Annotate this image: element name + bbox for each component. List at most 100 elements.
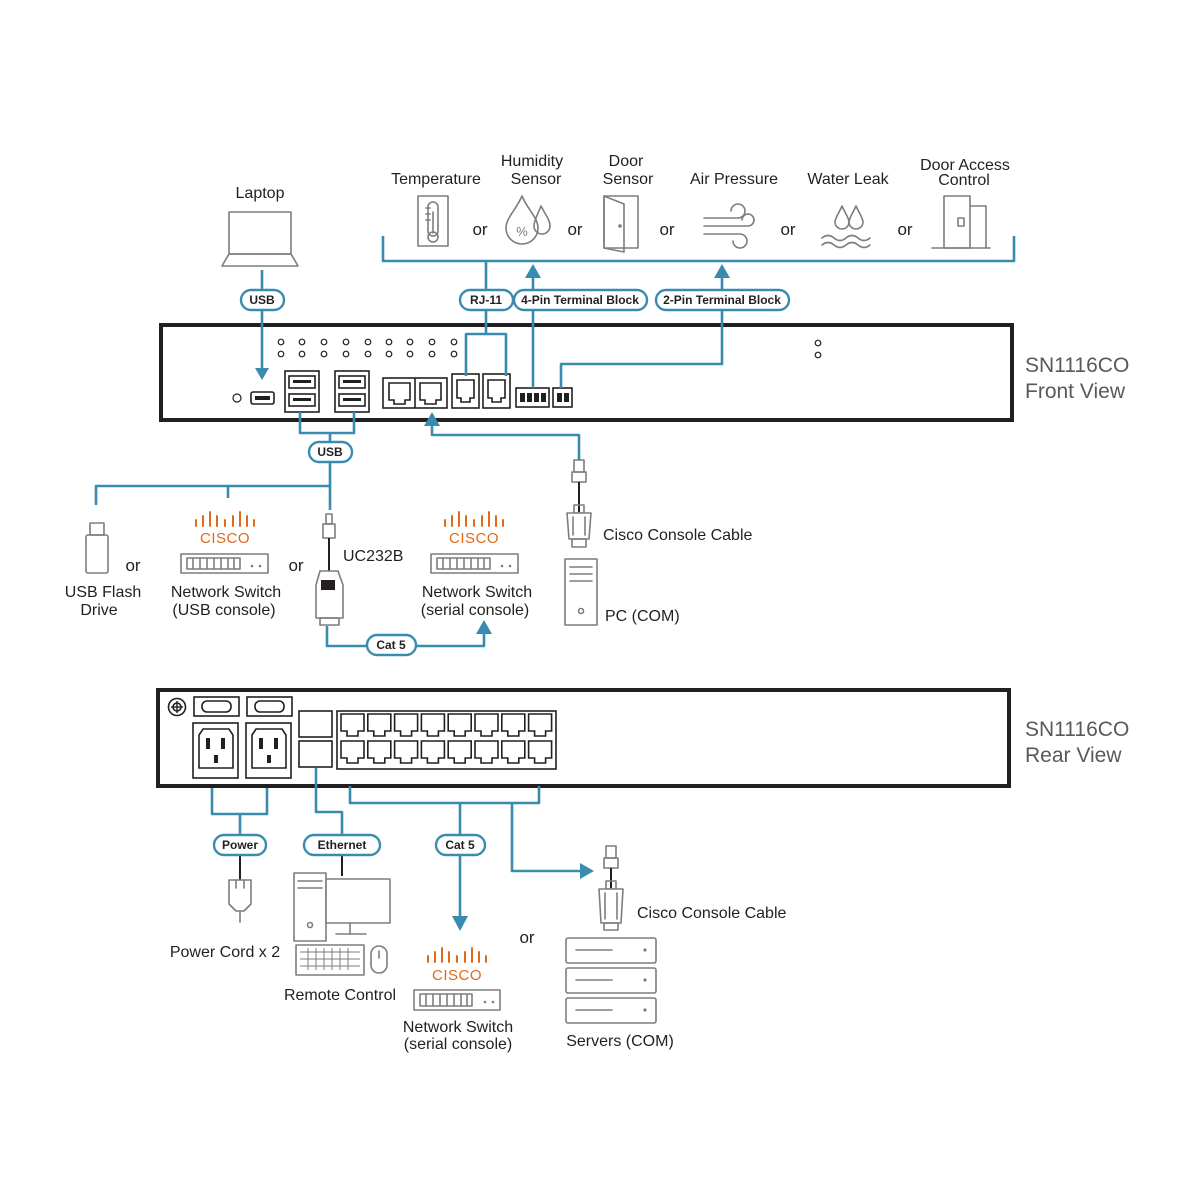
rj45-serial-port — [501, 740, 526, 764]
cisco-logo: CISCO — [195, 511, 255, 547]
svg-text:Cat 5: Cat 5 — [445, 838, 475, 852]
svg-text:%: % — [516, 224, 528, 239]
network-switch-icon — [180, 553, 269, 574]
console-cable-icon — [598, 845, 624, 931]
or-label: or — [897, 220, 912, 239]
or-label: or — [472, 220, 487, 239]
reset-button[interactable] — [232, 393, 242, 403]
ethernet-wire — [314, 768, 344, 834]
rj45-serial-port — [527, 713, 553, 737]
temperature-label: Temperature — [391, 171, 481, 188]
led-indicator-grid — [277, 338, 822, 359]
network-switch-serial-label-line1: Network Switch — [403, 1019, 513, 1036]
console-cable-icon — [566, 459, 592, 548]
pc-tower-icon — [564, 558, 598, 626]
cat5-tag: Cat 5 — [365, 633, 418, 657]
mouse-icon — [370, 945, 388, 974]
uc232b-adapter-icon — [315, 513, 344, 626]
cisco-logo: CISCO — [444, 511, 504, 547]
rj45-serial-port — [420, 740, 446, 764]
console-wire — [430, 424, 581, 460]
svg-text:2-Pin Terminal Block: 2-Pin Terminal Block — [663, 293, 781, 307]
usb-tag: USB — [307, 440, 354, 464]
front-model-label: SN1116CO — [1025, 354, 1129, 377]
cat5-tag: Cat 5 — [434, 833, 487, 857]
network-switch-serial-label-line1: Network Switch — [422, 584, 532, 601]
svg-text:CISCO: CISCO — [200, 530, 250, 547]
rj11-tag: RJ-11 — [458, 288, 515, 312]
ac-power-inlet — [192, 722, 239, 779]
network-switch-serial-label-line2: (serial console) — [404, 1036, 512, 1053]
water-leak-label: Water Leak — [807, 171, 889, 188]
rj11-port — [482, 373, 511, 409]
cisco-console-cable-label: Cisco Console Cable — [637, 905, 787, 922]
pc-com-label: PC (COM) — [605, 608, 680, 625]
console-rj45-ports — [382, 377, 448, 409]
rj45-serial-port — [393, 740, 419, 764]
serial-port-grid — [340, 713, 553, 764]
usb-port-pair — [334, 370, 370, 413]
door-label-line2: Sensor — [603, 171, 654, 188]
svg-text:CISCO: CISCO — [432, 967, 482, 984]
svg-text:Ethernet: Ethernet — [318, 838, 367, 852]
network-switch-usb-label-line2: (USB console) — [172, 602, 275, 619]
power-switch[interactable] — [193, 696, 240, 717]
sensor-bus — [381, 236, 1016, 263]
rj45-serial-port — [393, 713, 419, 737]
servers-com-label: Servers (COM) — [566, 1033, 674, 1050]
ac-power-inlet — [245, 722, 292, 779]
rj45-serial-port — [447, 713, 472, 737]
rear-panel — [156, 688, 1011, 788]
two-pin-wire — [559, 276, 724, 388]
usb-tag: USB — [239, 288, 286, 312]
server-rack-icon — [565, 937, 657, 1024]
power-switch[interactable] — [246, 696, 293, 717]
svg-text:RJ-11: RJ-11 — [470, 293, 502, 307]
humidity-label-line1: Humidity — [501, 153, 563, 170]
door-label-line1: Door — [609, 153, 644, 170]
server-console-wire — [510, 803, 582, 873]
two-pin-terminal-tag: 2-Pin Terminal Block — [654, 288, 791, 312]
rj45-serial-port — [501, 713, 526, 737]
four-pin-terminal-block — [515, 387, 550, 408]
rear-model-label: SN1116CO — [1025, 718, 1129, 741]
cisco-console-cable-label: Cisco Console Cable — [603, 527, 753, 544]
usb-flash-label-line2: Drive — [80, 602, 117, 619]
usb-port-pair — [284, 370, 320, 413]
mini-usb-port — [250, 391, 275, 405]
rj45-serial-port — [420, 713, 446, 737]
wind-icon — [703, 203, 755, 249]
rj45-serial-port — [340, 713, 365, 737]
ethernet-ports — [298, 710, 333, 768]
svg-text:Power: Power — [222, 838, 258, 852]
or-label: or — [125, 556, 140, 575]
laptop-label: Laptop — [236, 185, 285, 202]
power-plug-icon — [228, 879, 252, 923]
usb-flash-drive-icon — [85, 522, 109, 574]
power-tag: Power — [212, 833, 268, 857]
svg-text:Cat 5: Cat 5 — [376, 638, 406, 652]
or-label: or — [519, 928, 534, 947]
cisco-logo: CISCO — [427, 947, 487, 984]
or-label: or — [780, 220, 795, 239]
front-view-label: Front View — [1025, 380, 1126, 403]
door-access-icon — [931, 195, 991, 249]
or-label: or — [567, 220, 582, 239]
or-label: or — [659, 220, 674, 239]
network-switch-usb-label-line1: Network Switch — [171, 584, 281, 601]
sensor-labels: Temperature Humidity Sensor Door Sensor … — [391, 153, 1010, 239]
rear-view-label: Rear View — [1025, 744, 1122, 767]
svg-text:USB: USB — [249, 293, 275, 307]
rj11-port — [451, 373, 480, 409]
laptop-icon — [221, 211, 299, 267]
power-wire — [210, 788, 269, 834]
remote-control-label: Remote Control — [284, 987, 396, 1004]
rj45-serial-port — [340, 740, 365, 764]
humidity-drop-icon: % — [505, 195, 551, 245]
four-pin-terminal-tag: 4-Pin Terminal Block — [512, 288, 649, 312]
two-pin-terminal-block — [552, 387, 573, 408]
keyboard-icon — [295, 944, 365, 976]
door-icon — [603, 195, 639, 253]
power-cord-label: Power Cord x 2 — [170, 944, 280, 961]
